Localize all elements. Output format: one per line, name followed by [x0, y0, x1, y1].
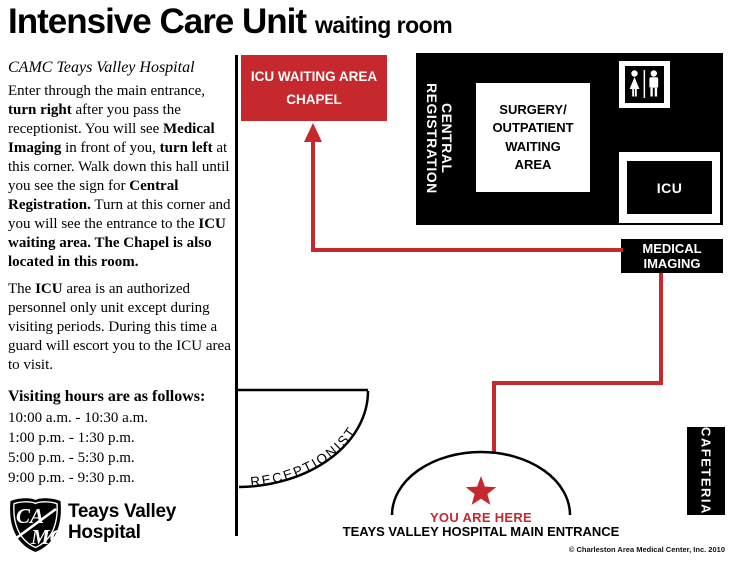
- main-entrance-arc: [390, 450, 572, 516]
- shield-text-mc: MC: [30, 525, 64, 549]
- route-segment-lower-hall: [492, 381, 663, 385]
- shield-text-ca: CA: [16, 504, 44, 528]
- directions-column: CAMC Teays Valley Hospital Enter through…: [8, 58, 234, 488]
- restroom-sign: [619, 61, 670, 108]
- corridor-wall-line: [235, 55, 238, 536]
- you-are-here-star-icon: [465, 476, 497, 505]
- icu-room-frame: ICU: [619, 152, 720, 223]
- directions-paragraph-2: The ICU area is an authorized personnel …: [8, 281, 231, 373]
- route-segment-from-entrance: [492, 381, 496, 454]
- hospital-logo-name: Teays Valley Hospital: [68, 501, 177, 543]
- receptionist-label: RECEPTIONIST: [250, 423, 360, 489]
- medical-imaging-box: MEDICAL IMAGING: [621, 239, 723, 273]
- directions-paragraph-1: Enter through the main entrance, turn ri…: [8, 83, 231, 270]
- chapel-label-line2: CHAPEL: [286, 92, 342, 107]
- visiting-hours-slot-1: 10:00 a.m. - 10:30 a.m.: [8, 410, 148, 426]
- chapel-label-line1: ICU WAITING AREA: [250, 69, 378, 84]
- icu-room-label: ICU: [627, 161, 712, 214]
- route-segment-up-to-chapel: [311, 139, 315, 252]
- hospital-logo: CA MC: [7, 496, 65, 559]
- route-segment-down-from-medical-imaging: [659, 273, 663, 385]
- camc-shield-icon: CA MC: [10, 498, 65, 552]
- hospital-name: CAMC Teays Valley Hospital: [8, 59, 195, 76]
- visiting-hours-slot-3: 5:00 p.m. - 5:30 p.m.: [8, 450, 135, 466]
- visiting-hours-slot-4: 9:00 p.m. - 9:30 p.m.: [8, 470, 135, 486]
- visiting-hours-slot-2: 1:00 p.m. - 1:30 p.m.: [8, 430, 135, 446]
- page-header: Intensive Care Unit waiting room: [8, 2, 453, 42]
- cafeteria-box: CAFETERIA: [687, 427, 725, 515]
- visiting-hours-heading: Visiting hours are as follows:: [8, 388, 206, 405]
- main-entrance-label: TEAYS VALLEY HOSPITAL MAIN ENTRANCE: [342, 524, 620, 539]
- page-subtitle: waiting room: [315, 12, 453, 38]
- page-title: Intensive Care Unit: [8, 2, 307, 41]
- icu-waiting-area-chapel-box: ICU WAITING AREA CHAPEL: [241, 55, 387, 121]
- surgery-outpatient-waiting-area-box: SURGERY/ OUTPATIENT WAITING AREA: [476, 83, 590, 192]
- receptionist-desk-arc: [238, 390, 370, 489]
- copyright-notice: © Charleston Area Medical Center, Inc. 2…: [568, 545, 725, 554]
- cafeteria-label: CAFETERIA: [698, 427, 714, 515]
- central-registration-label: CENTRAL REGISTRATION: [424, 82, 455, 194]
- restroom-icon: [625, 66, 664, 103]
- you-are-here-label: YOU ARE HERE: [429, 510, 533, 525]
- route-segment-hall-to-medical-imaging: [311, 248, 623, 252]
